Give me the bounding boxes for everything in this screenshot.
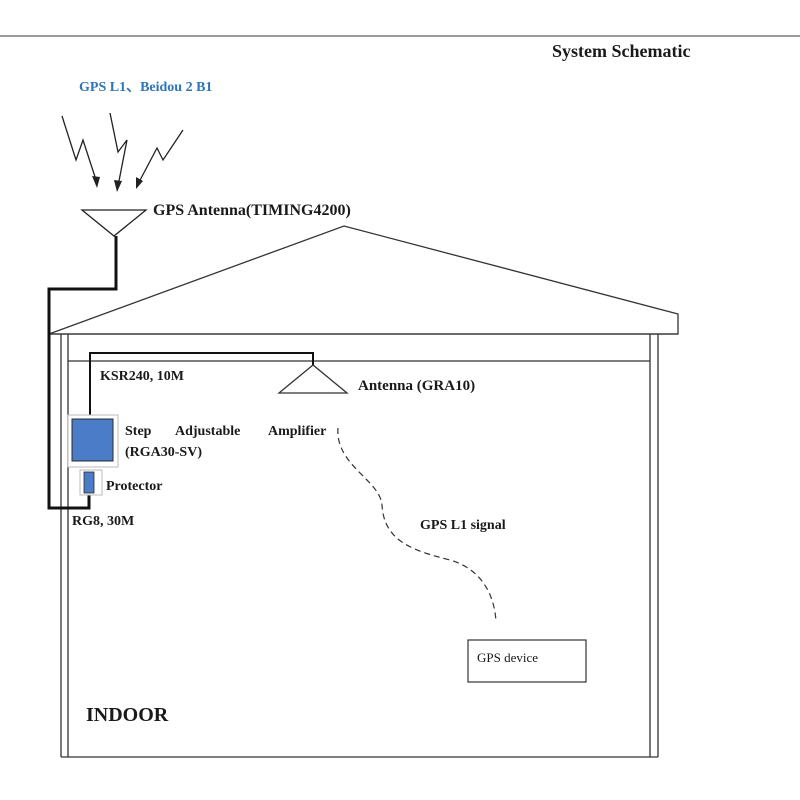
house-roof [48,225,679,335]
gps-antenna-icon [80,209,148,237]
amplifier-model-label: (RGA30-SV) [125,445,202,460]
signal-arrow-right [137,129,184,185]
rg8-cable-label: RG8, 30M [72,514,135,529]
protector-icon [83,471,95,494]
amplifier-label-amplifier: Amplifier [268,424,327,439]
amplifier-box [71,418,114,462]
page-title: System Schematic [552,41,691,61]
l1-signal-label: GPS L1 signal [420,518,506,533]
signal-arrow-middle [109,112,128,187]
signal-arrow-right-head [136,177,143,189]
incoming-signal-arrows [61,112,184,192]
l1-signal-path [337,427,497,623]
signal-arrow-left-head [92,176,100,188]
signal-arrow-middle-head [114,180,122,192]
rg8-cable [47,236,118,510]
ksr-cable-label: KSR240, 10M [100,369,184,384]
signal-arrow-left [61,115,98,184]
ksr240-cable [89,352,314,418]
protector-label: Protector [106,479,163,494]
gps-device-label: GPS device [477,650,539,665]
gps-device-box [467,639,587,683]
signal-label: GPS L1、Beidou 2 B1 [79,80,213,95]
indoor-antenna-label: Antenna (GRA10) [358,378,476,394]
indoor-zone-label: INDOOR [86,704,169,726]
gps-antenna-label: GPS Antenna(TIMING4200) [153,202,351,219]
amplifier-label-step: Step [125,424,152,439]
amplifier-label-adjustable: Adjustable [175,424,241,439]
indoor-antenna-icon [277,364,349,394]
